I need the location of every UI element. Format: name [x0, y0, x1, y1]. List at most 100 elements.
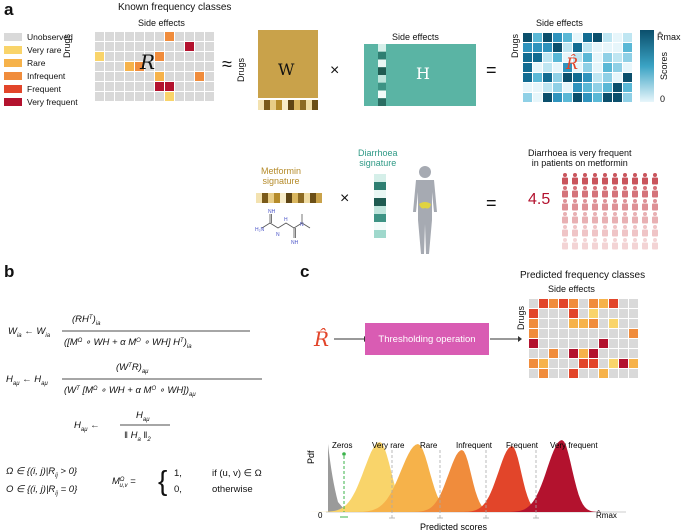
- matrix-cell: [145, 42, 154, 51]
- person-icon: [632, 199, 638, 211]
- person-icon: [572, 186, 578, 198]
- matrix-cell: [523, 73, 532, 82]
- matrix-cell: [145, 52, 154, 61]
- matrix-cell: [619, 299, 628, 308]
- matrix-cell: [629, 359, 638, 368]
- signature-cell: [316, 193, 322, 203]
- w-strip-cell: [294, 100, 300, 110]
- matrix-cell: [609, 349, 618, 358]
- density-x-max: R̂max: [596, 511, 617, 520]
- matrix-cell: [533, 83, 542, 92]
- matrix-cell: [529, 369, 538, 378]
- matrix-cell: [529, 339, 538, 348]
- matrix-cell: [579, 349, 588, 358]
- svg-text:‖ Ha ‖2: ‖ Ha ‖2: [124, 430, 151, 443]
- matrix-cell: [175, 52, 184, 61]
- svg-text:Haμ ←: Haμ ←: [74, 420, 100, 433]
- matrix-cell: [105, 52, 114, 61]
- rhat-label: R̂: [566, 54, 579, 73]
- matrix-cell: [543, 63, 552, 72]
- person-icon: [642, 199, 648, 211]
- matrix-cell: [613, 63, 622, 72]
- matrix-cell: [533, 63, 542, 72]
- matrix-cell: [559, 319, 568, 328]
- person-icon: [632, 186, 638, 198]
- matrix-cell: [523, 33, 532, 42]
- matrix-cell: [623, 73, 632, 82]
- density-zeros: [328, 444, 350, 512]
- colorbar-bottom-label: 0: [660, 94, 666, 104]
- person-icon: [642, 186, 648, 198]
- matrix-cell: [603, 93, 612, 102]
- person-icon: [572, 238, 578, 250]
- person-icon: [582, 173, 588, 185]
- panel-c-title: Predicted frequency classes: [520, 270, 646, 281]
- matrix-cell: [583, 33, 592, 42]
- matrix-cell: [593, 73, 602, 82]
- signature-cell: [292, 193, 298, 203]
- person-icon: [582, 199, 588, 211]
- panel-c-letter: c: [300, 262, 310, 281]
- matrix-cell: [185, 82, 194, 91]
- matrix-cell: [589, 329, 598, 338]
- legend-swatch: [4, 32, 22, 41]
- signature-cell: [298, 193, 304, 203]
- density-x-origin: 0: [318, 511, 323, 520]
- matrix-cell: [533, 33, 542, 42]
- person-icon: [612, 212, 618, 224]
- matrix-cell: [145, 32, 154, 41]
- svg-text:NH: NH: [291, 240, 299, 246]
- svg-text:Haμ ← Haμ: Haμ ← Haμ: [6, 374, 48, 387]
- matrix-cell: [125, 92, 134, 101]
- person-icon: [622, 199, 628, 211]
- svg-text:1,: 1,: [174, 468, 182, 479]
- approx-symbol: ≈: [222, 54, 232, 74]
- rhat-side-effects-label: Side effects: [536, 18, 583, 28]
- matrix-cell: [165, 42, 174, 51]
- w-strip-cell: [300, 100, 306, 110]
- person-icon: [652, 212, 658, 224]
- thresholding-operation-box: Thresholding operation: [365, 323, 489, 355]
- person-icon: [592, 212, 598, 224]
- matrix-cell: [603, 33, 612, 42]
- matrix-cell: [165, 62, 174, 71]
- matrix-cell: [165, 82, 174, 91]
- svg-text:Wia ← Wia: Wia ← Wia: [8, 326, 51, 339]
- matrix-cell: [533, 93, 542, 102]
- matrix-cell: [559, 339, 568, 348]
- matrix-cell: [629, 329, 638, 338]
- person-icon: [562, 225, 568, 237]
- w-label: W: [278, 60, 295, 79]
- matrix-cell: [599, 359, 608, 368]
- update-rules-equations: (RHT)ia Wia ← Wia ([MΩ ∘ WH + α MO ∘ WH]…: [6, 314, 262, 497]
- matrix-cell: [539, 339, 548, 348]
- person-icon: [602, 225, 608, 237]
- matrix-cell: [559, 299, 568, 308]
- matrix-cell: [155, 52, 164, 61]
- matrix-cell: [569, 359, 578, 368]
- person-icon: [612, 186, 618, 198]
- matrix-cell: [609, 319, 618, 328]
- r-drugs-label: Drugs: [62, 33, 72, 58]
- matrix-cell: [569, 299, 578, 308]
- person-icon: [642, 225, 648, 237]
- matrix-cell: [205, 32, 214, 41]
- matrix-cell: [165, 72, 174, 81]
- matrix-cell: [609, 329, 618, 338]
- matrix-cell: [629, 319, 638, 328]
- h-strip-cell: [378, 67, 386, 75]
- legend-item: Rare: [4, 56, 78, 69]
- matrix-cell: [523, 93, 532, 102]
- person-icon: [572, 173, 578, 185]
- svg-text:(WT [MΩ ∘ WH + α MO ∘ WH])aμ: (WT [MΩ ∘ WH + α MO ∘ WH])aμ: [64, 385, 196, 398]
- person-icon: [572, 225, 578, 237]
- matrix-cell: [125, 82, 134, 91]
- person-icon: [592, 199, 598, 211]
- svg-text:otherwise: otherwise: [212, 484, 253, 495]
- matrix-cell: [105, 32, 114, 41]
- matrix-cell: [185, 92, 194, 101]
- svg-text:NH: NH: [268, 209, 276, 215]
- matrix-cell: [205, 92, 214, 101]
- diarrhoea-signature-strip: [374, 174, 386, 238]
